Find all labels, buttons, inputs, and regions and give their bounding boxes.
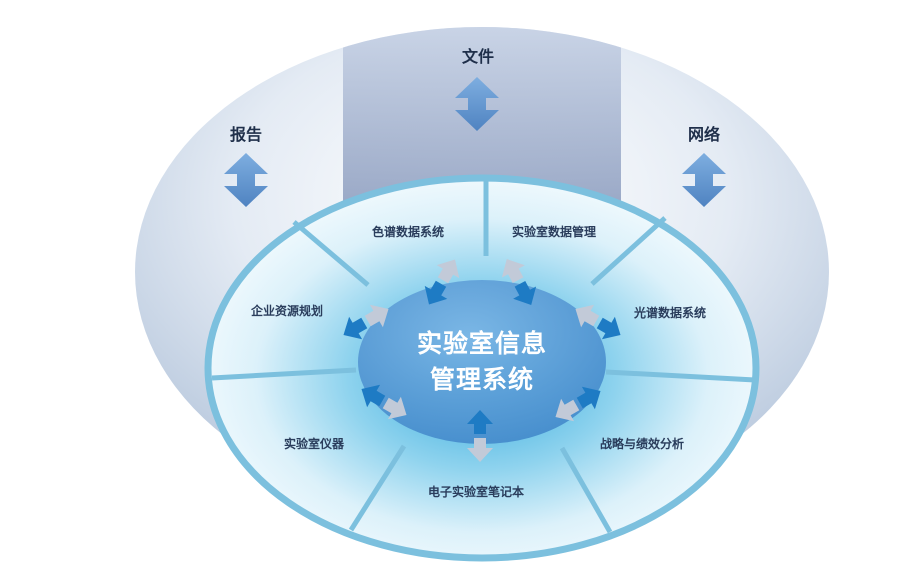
- arrow-strategy: [555, 386, 601, 422]
- module-label-eln: 电子实验室笔记本: [428, 484, 524, 499]
- document-label: 文件: [462, 47, 494, 66]
- arrow-lab-data-management: [501, 259, 537, 305]
- arrow-chromatography: [424, 259, 460, 305]
- divider-top-right: [590, 216, 667, 286]
- module-label-spectral: 光谱数据系统: [633, 305, 706, 320]
- document-updown-arrow: [455, 77, 499, 131]
- divider-left: [211, 367, 357, 381]
- module-label-chromatography: 色谱数据系统: [372, 224, 444, 239]
- divider-bottom-left: [348, 444, 407, 532]
- arrow-eln: [467, 410, 493, 462]
- module-label-lab-data-management: 实验室数据管理: [512, 224, 596, 239]
- center-title-line1: 实验室信息: [417, 329, 547, 358]
- divider-top-left: [292, 220, 370, 287]
- module-arrows: [343, 259, 621, 462]
- arrow-erp: [343, 304, 389, 340]
- center-ellipse: [358, 280, 606, 444]
- center-title-line2: 管理系统: [430, 365, 534, 394]
- arrow-spectral: [575, 304, 621, 340]
- segment-dividers: [211, 178, 756, 534]
- divider-right: [605, 369, 756, 383]
- module-label-strategy: 战略与绩效分析: [600, 436, 684, 451]
- module-label-erp: 企业资源规划: [250, 303, 323, 318]
- arrow-instruments: [361, 384, 407, 420]
- module-label-instruments: 实验室仪器: [284, 436, 345, 451]
- network-updown-arrow: [682, 153, 726, 207]
- network-label: 网络: [688, 125, 720, 144]
- report-updown-arrow: [224, 153, 268, 207]
- divider-bottom-right: [559, 446, 613, 534]
- report-label: 报告: [230, 125, 262, 144]
